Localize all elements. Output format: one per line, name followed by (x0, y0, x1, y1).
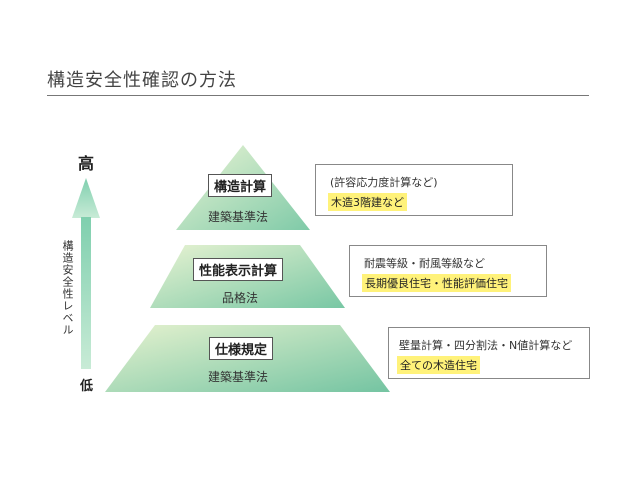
method-label-specification: 仕様規定 (209, 337, 274, 360)
level-low-label: 低 (80, 379, 94, 394)
callout-tier3-detail: 壁量計算・四分割法・N値計算など (399, 339, 573, 352)
callout-tier2: 耐震等級・耐風等級など 長期優良住宅・性能評価住宅 (349, 245, 547, 297)
law-label-tier1: 建築基準法 (208, 210, 269, 224)
law-label-tier3: 建築基準法 (208, 370, 269, 384)
level-arrow-head (72, 178, 100, 218)
law-label-tier2: 品格法 (222, 291, 259, 305)
page-title: 構造安全性確認の方法 (47, 70, 237, 91)
level-arrow-shaft (81, 217, 91, 369)
method-label-performance-calc: 性能表示計算 (193, 258, 284, 281)
callout-tier1-detail: (許容応力度計算など) (330, 176, 438, 189)
method-label-structural-calc: 構造計算 (208, 174, 273, 197)
safety-level-axis-label: 構造安全性レベル (61, 240, 74, 336)
callout-tier2-detail: 耐震等級・耐風等級など (364, 257, 485, 270)
callout-tier1-highlight: 木造3階建など (328, 193, 407, 211)
title-divider (47, 95, 589, 96)
callout-tier1: (許容応力度計算など) 木造3階建など (315, 164, 513, 216)
callout-tier3: 壁量計算・四分割法・N値計算など 全ての木造住宅 (388, 327, 590, 379)
level-high-label: 高 (78, 154, 95, 173)
callout-tier2-highlight: 長期優良住宅・性能評価住宅 (362, 274, 511, 292)
callout-tier3-highlight: 全ての木造住宅 (397, 356, 480, 374)
